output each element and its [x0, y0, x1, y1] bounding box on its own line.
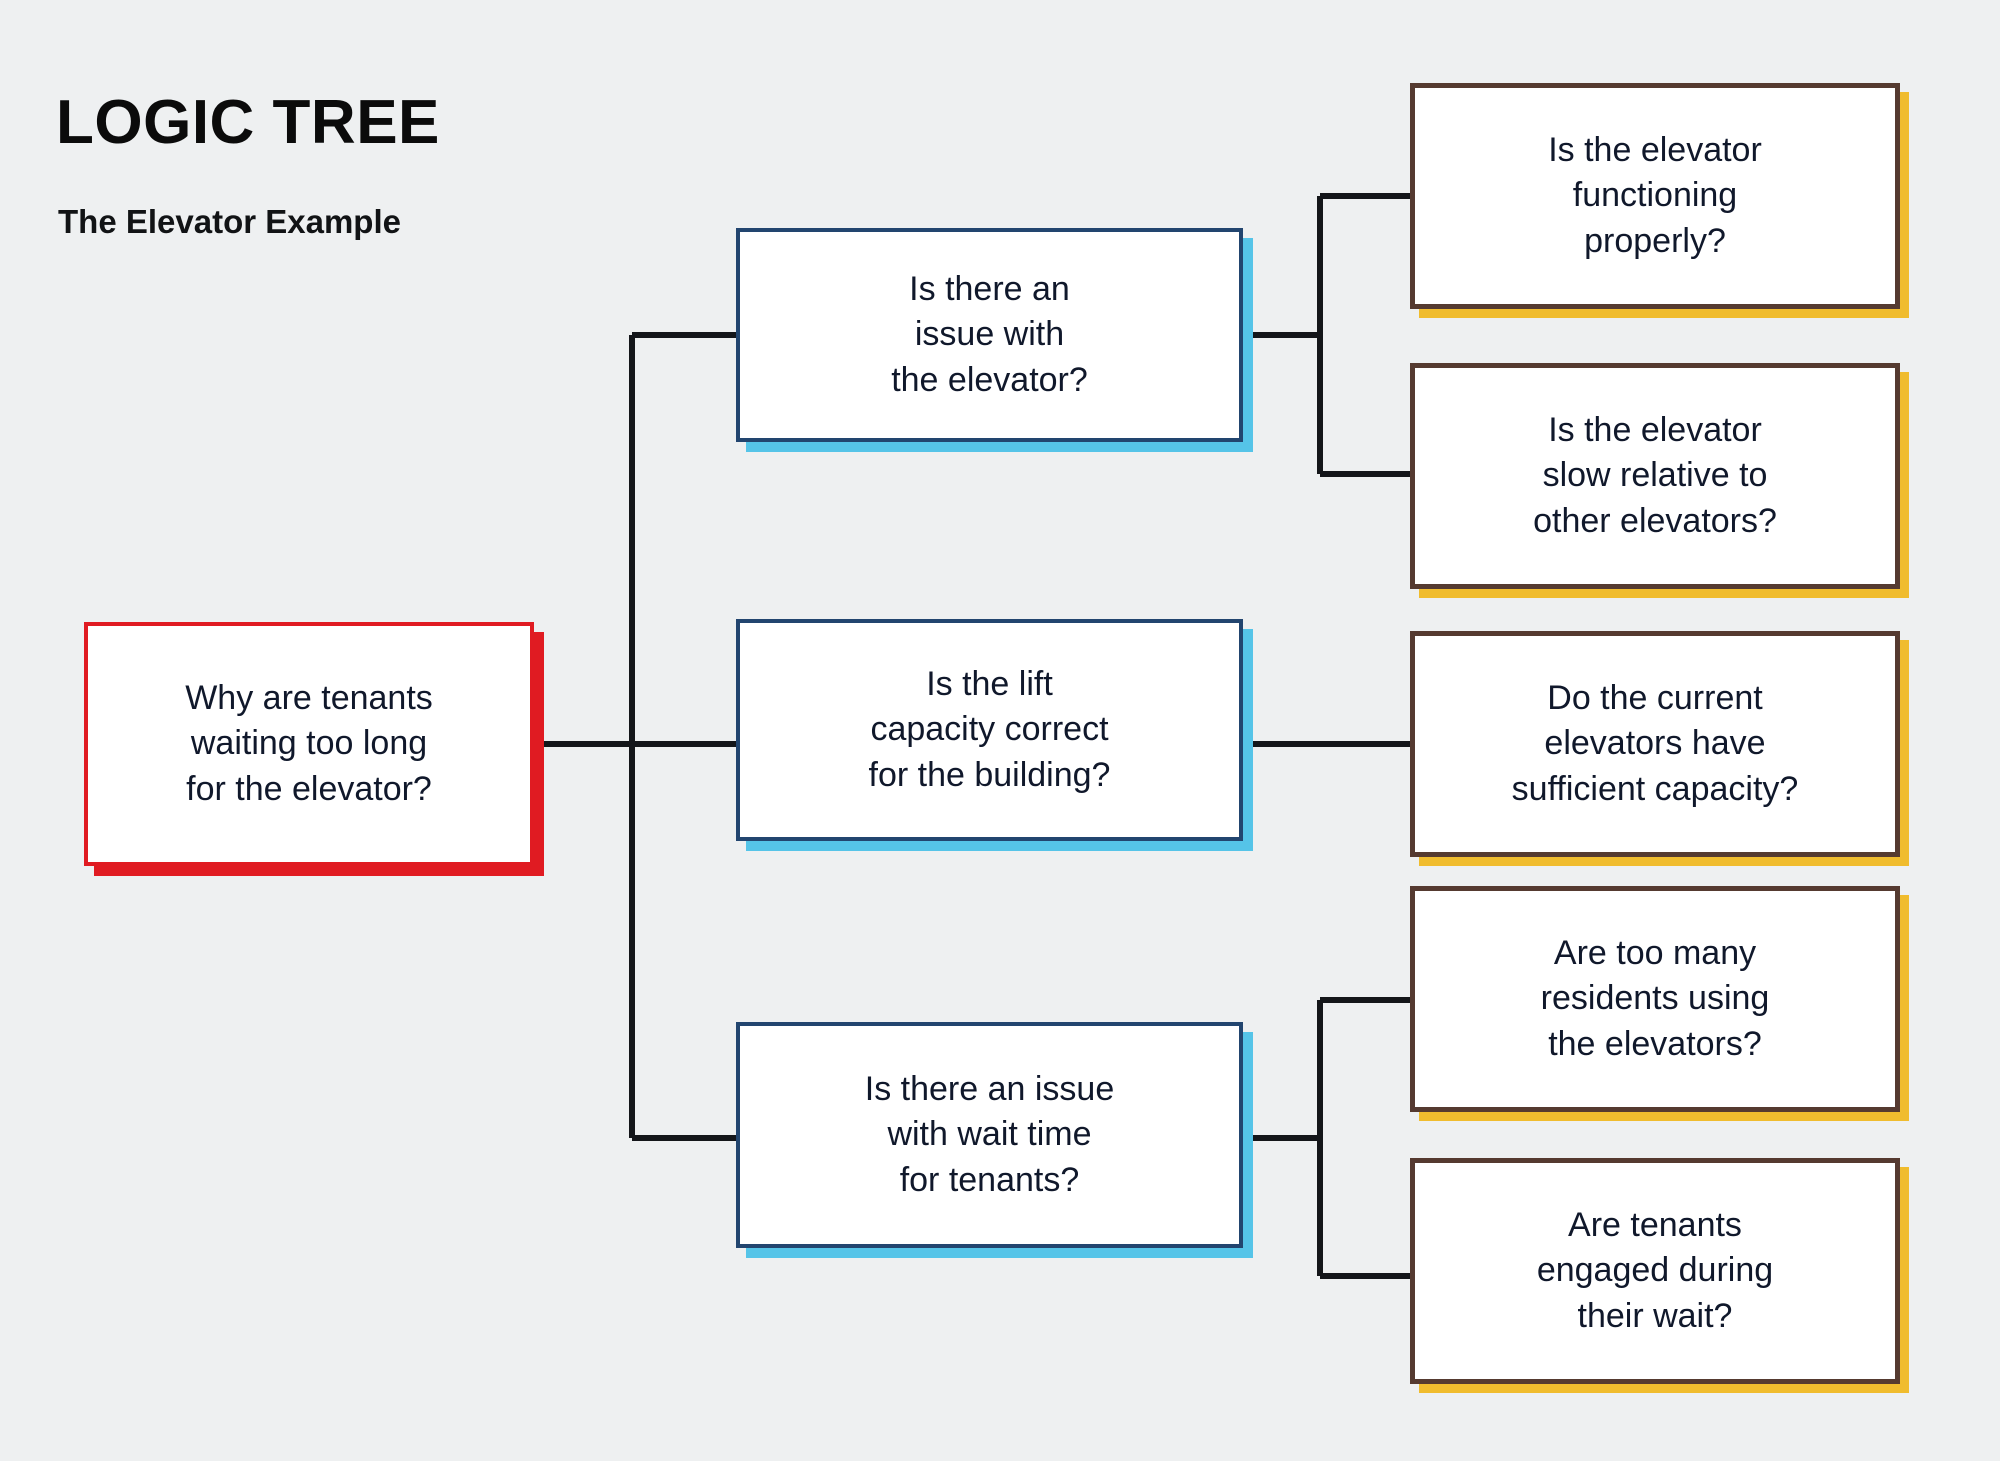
leaf-node-label: Are too many residents using the elevato…	[1540, 933, 1770, 1063]
branch-node-label: Is the lift capacity correct for the bui…	[868, 664, 1111, 794]
page-title: LOGIC TREE	[56, 88, 440, 157]
leaf-node-label: Do the current elevators have sufficient…	[1511, 678, 1799, 808]
page-subtitle: The Elevator Example	[58, 203, 401, 240]
leaf-node-functioning-properly[interactable]: Is the elevator functioning properly?	[1410, 83, 1900, 309]
leaf-node-label: Is the elevator functioning properly?	[1548, 130, 1762, 260]
branch-node-wait-time[interactable]: Is there an issue with wait time for ten…	[736, 1022, 1243, 1248]
leaf-node-sufficient-capacity[interactable]: Do the current elevators have sufficient…	[1410, 631, 1900, 857]
branch-node-elevator-issue[interactable]: Is there an issue with the elevator?	[736, 228, 1243, 442]
branch-node-lift-capacity[interactable]: Is the lift capacity correct for the bui…	[736, 619, 1243, 841]
branch-node-label: Is there an issue with wait time for ten…	[864, 1069, 1115, 1199]
leaf-node-engaged-during-wait[interactable]: Are tenants engaged during their wait?	[1410, 1158, 1900, 1384]
root-node[interactable]: Why are tenants waiting too long for the…	[84, 622, 534, 866]
branch-node-label: Is there an issue with the elevator?	[891, 269, 1088, 399]
leaf-node-label: Is the elevator slow relative to other e…	[1533, 410, 1777, 540]
root-node-label: Why are tenants waiting too long for the…	[185, 678, 433, 808]
leaf-node-slow-relative[interactable]: Is the elevator slow relative to other e…	[1410, 363, 1900, 589]
leaf-node-label: Are tenants engaged during their wait?	[1536, 1205, 1774, 1335]
leaf-node-too-many-residents[interactable]: Are too many residents using the elevato…	[1410, 886, 1900, 1112]
